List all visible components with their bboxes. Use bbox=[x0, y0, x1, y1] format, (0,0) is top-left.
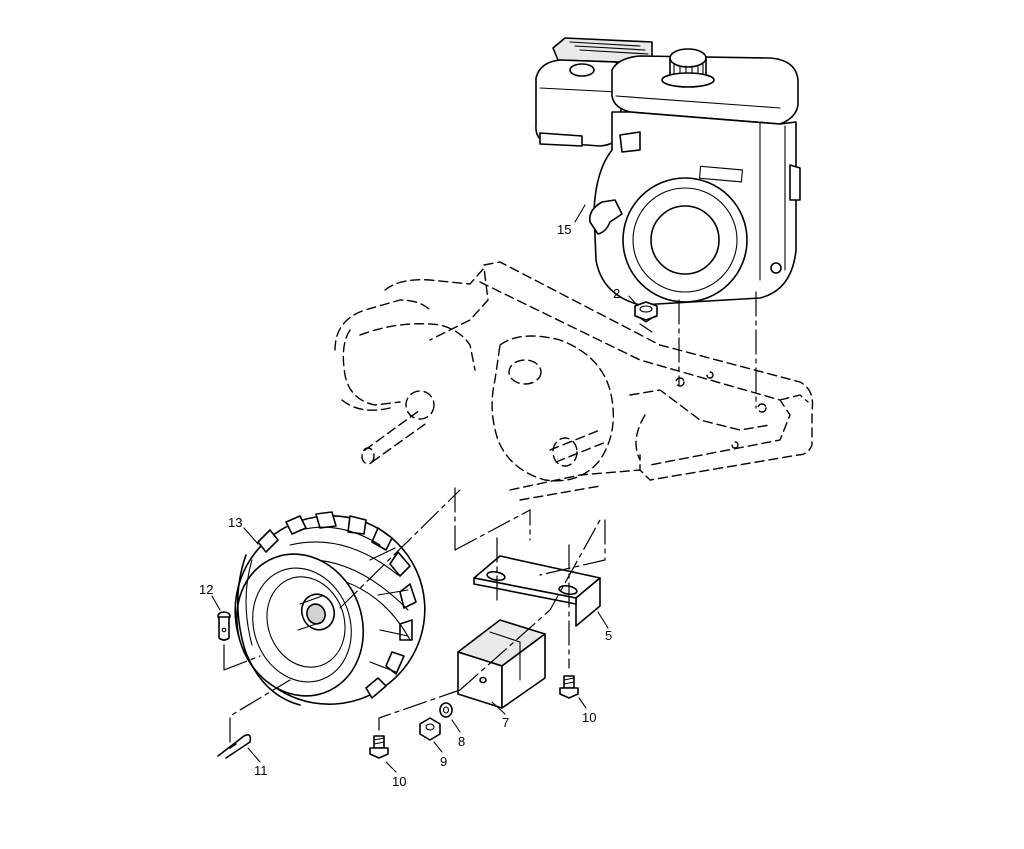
callout-10-left: 10 bbox=[392, 774, 406, 789]
clevis-pin-part-12: 12 bbox=[199, 582, 261, 671]
callout-11: 11 bbox=[254, 763, 268, 778]
callout-8: 8 bbox=[458, 734, 465, 749]
callout-10-right: 10 bbox=[582, 710, 596, 725]
lock-washer-part-8: 8 bbox=[439, 702, 465, 749]
hairpin-clip-part-11: 11 bbox=[217, 679, 291, 778]
transmission-housing-phantom bbox=[334, 261, 814, 501]
nut-part-9: 9 bbox=[419, 717, 447, 769]
lock-nut-part-2: 2 bbox=[613, 286, 658, 323]
engine: 15 bbox=[535, 37, 801, 306]
mounting-bracket-part-5: 5 bbox=[473, 519, 612, 669]
callout-5: 5 bbox=[605, 628, 612, 643]
weight-block-part-7: 7 bbox=[457, 519, 601, 730]
bolt-part-10-right: 10 bbox=[559, 675, 596, 725]
callout-15: 15 bbox=[557, 222, 571, 237]
callout-2: 2 bbox=[613, 286, 620, 301]
callout-13: 13 bbox=[228, 515, 242, 530]
engine-mount-center-lines bbox=[639, 291, 757, 409]
wheel-tire-part-13: 13 bbox=[228, 511, 426, 706]
callout-7: 7 bbox=[502, 715, 509, 730]
callout-9: 9 bbox=[440, 754, 447, 769]
wheel-axle-centerline bbox=[339, 489, 461, 609]
bolt-part-10-left: 10 bbox=[369, 689, 461, 789]
callout-12: 12 bbox=[199, 582, 213, 597]
